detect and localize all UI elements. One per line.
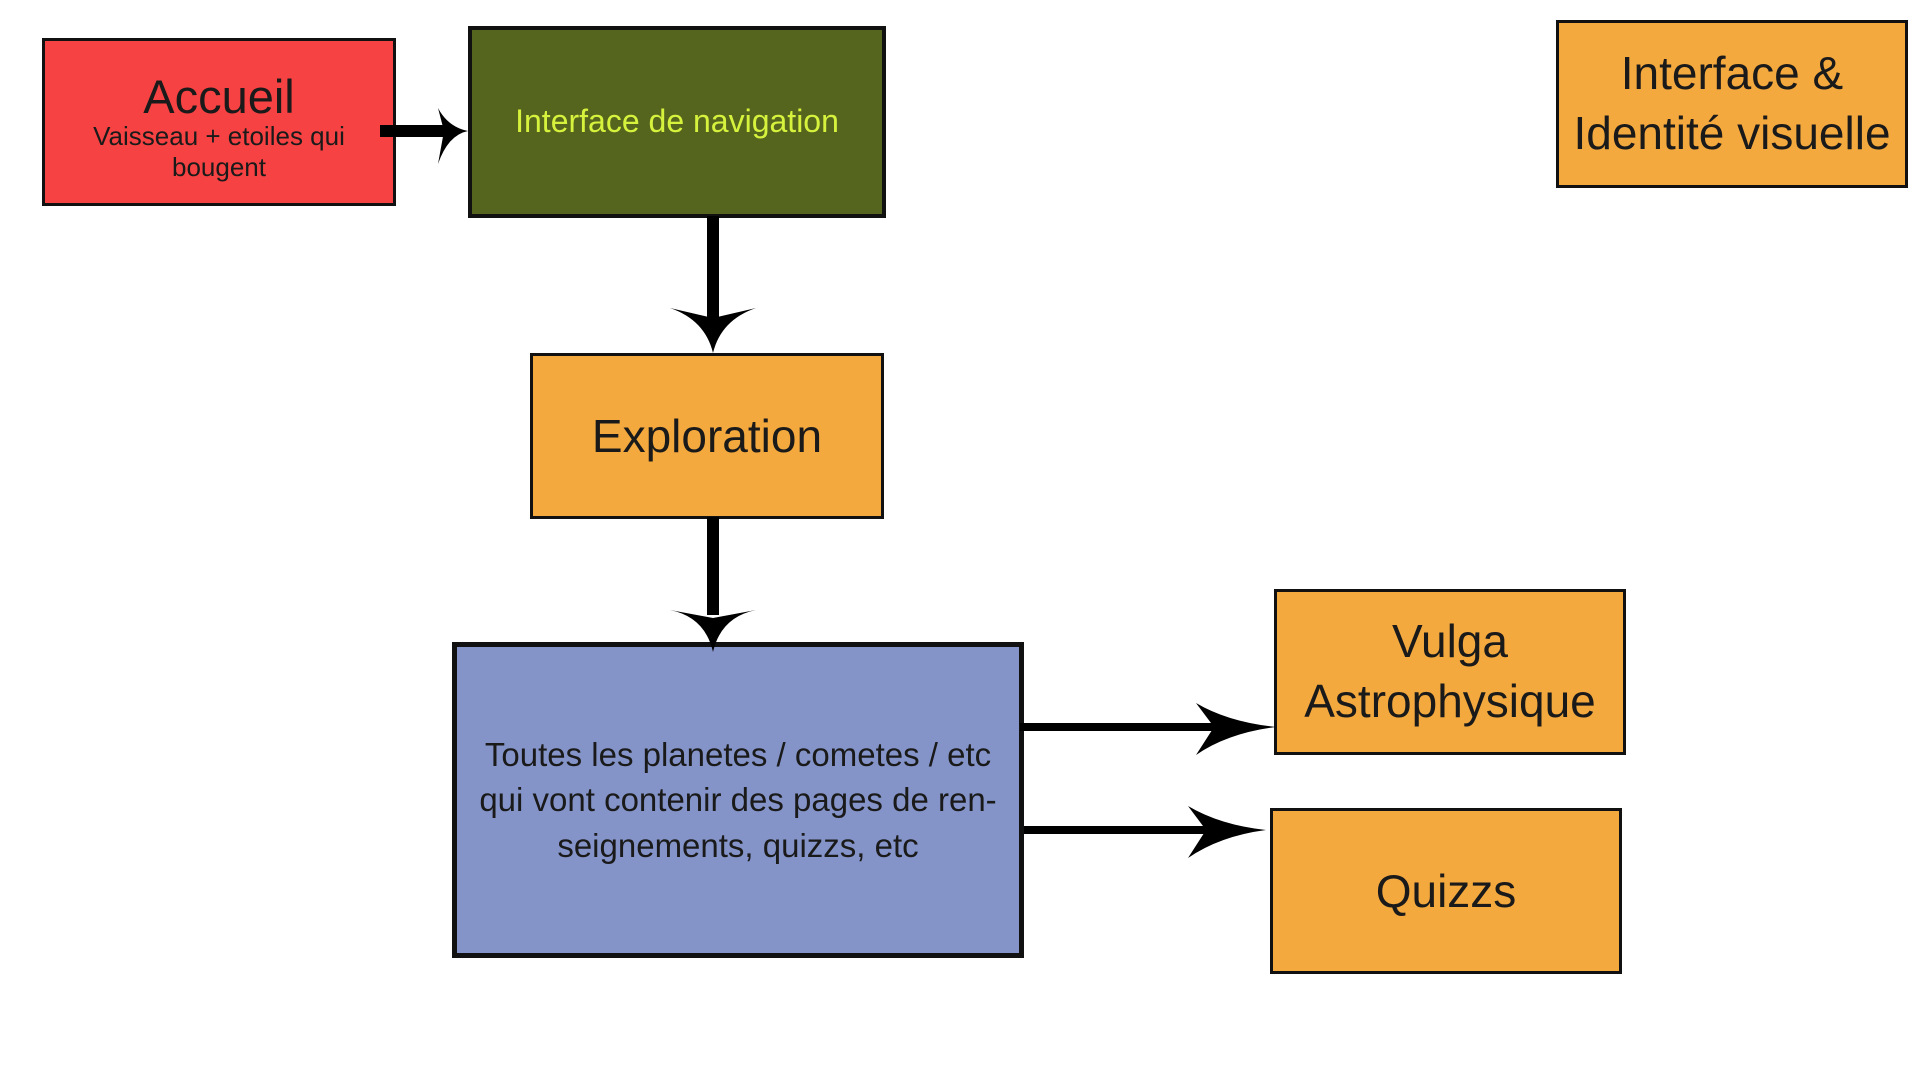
- node-planetes-label: Toutes les planetes / cometes / etc qui …: [479, 735, 997, 864]
- node-accueil-title: Accueil: [143, 69, 295, 123]
- arrow-planetes-to-quizzs: [1024, 806, 1266, 858]
- arrow-planetes-to-vulga: [1020, 703, 1276, 755]
- node-interface-label: Interface & Identité visuelle: [1573, 47, 1891, 159]
- node-vulga: Vulga Astrophysique: [1274, 589, 1626, 755]
- node-exploration-label: Exploration: [591, 409, 823, 462]
- node-navigation-label: Interface de navigation: [515, 103, 839, 140]
- node-accueil-subtitle: Vaisseau + etoiles qui bougent: [93, 121, 345, 182]
- node-navigation: Interface de navigation: [468, 26, 886, 218]
- node-quizzs-label: Quizzs: [1375, 864, 1517, 917]
- node-quizzs: Quizzs: [1270, 808, 1622, 974]
- arrow-navigation-to-exploration: [670, 216, 756, 353]
- node-planetes: Toutes les planetes / cometes / etc qui …: [452, 642, 1024, 958]
- node-exploration: Exploration: [530, 353, 884, 519]
- node-accueil: Accueil Vaisseau + etoiles qui bougent: [42, 38, 396, 206]
- node-interface: Interface & Identité visuelle: [1556, 20, 1908, 188]
- node-vulga-label: Vulga Astrophysique: [1304, 615, 1596, 727]
- arrow-exploration-to-planetes: [670, 517, 756, 652]
